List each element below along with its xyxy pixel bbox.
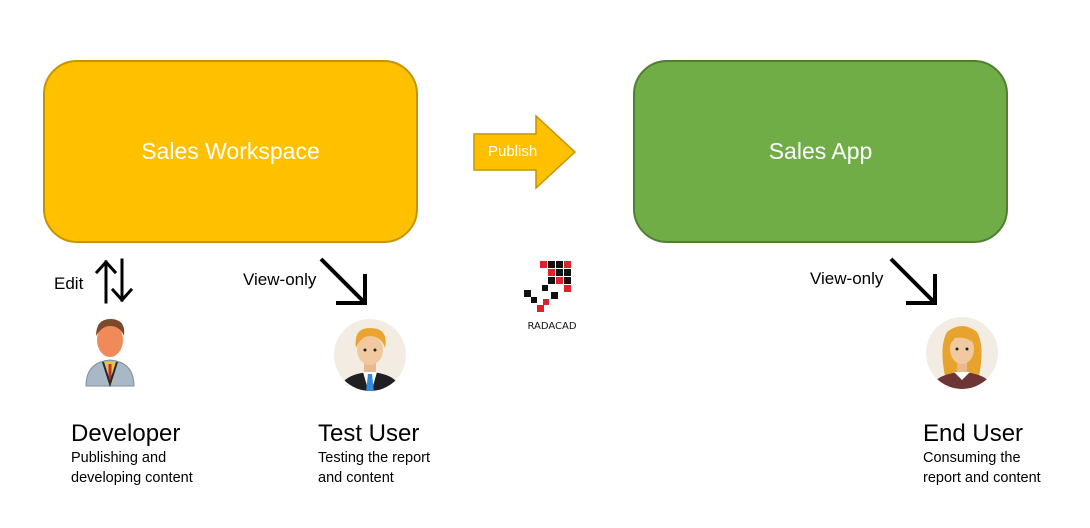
edit-label: Edit xyxy=(54,274,84,293)
role-description: Publishing and xyxy=(71,450,167,466)
role-test-user: Test User Testing the report and content xyxy=(318,420,430,488)
diagonal-arrow-icon xyxy=(889,257,937,305)
end-view-only-label: View-only xyxy=(810,269,884,288)
role-description: and content xyxy=(318,470,394,486)
male-user-avatar-icon xyxy=(334,319,406,391)
sales-workspace-box: Sales Workspace xyxy=(43,60,418,243)
role-developer: Developer Publishing and developing cont… xyxy=(71,420,193,488)
role-description: Consuming the xyxy=(923,450,1021,466)
radacad-logo-icon: RADACAD xyxy=(524,261,577,332)
sales-app-box: Sales App xyxy=(633,60,1008,243)
radacad-logo-text: RADACAD xyxy=(527,321,576,332)
role-end-user: End User Consuming the report and conten… xyxy=(923,420,1041,488)
up-down-arrows-icon xyxy=(94,258,134,304)
role-name: End User xyxy=(923,420,1024,447)
role-description: report and content xyxy=(923,470,1041,486)
publish-arrow-icon xyxy=(473,114,577,190)
sales-workspace-label: Sales Workspace xyxy=(141,138,320,164)
developer-avatar-icon xyxy=(85,318,135,388)
role-description: developing content xyxy=(71,470,193,486)
sales-app-label: Sales App xyxy=(768,138,873,164)
diagonal-arrow-icon xyxy=(319,257,367,305)
role-name: Developer xyxy=(71,420,181,447)
test-view-only-label: View-only xyxy=(243,270,317,289)
female-user-avatar-icon xyxy=(926,317,998,389)
publish-label: Publish xyxy=(488,143,538,160)
role-description: Testing the report xyxy=(318,450,431,466)
role-name: Test User xyxy=(318,420,420,447)
